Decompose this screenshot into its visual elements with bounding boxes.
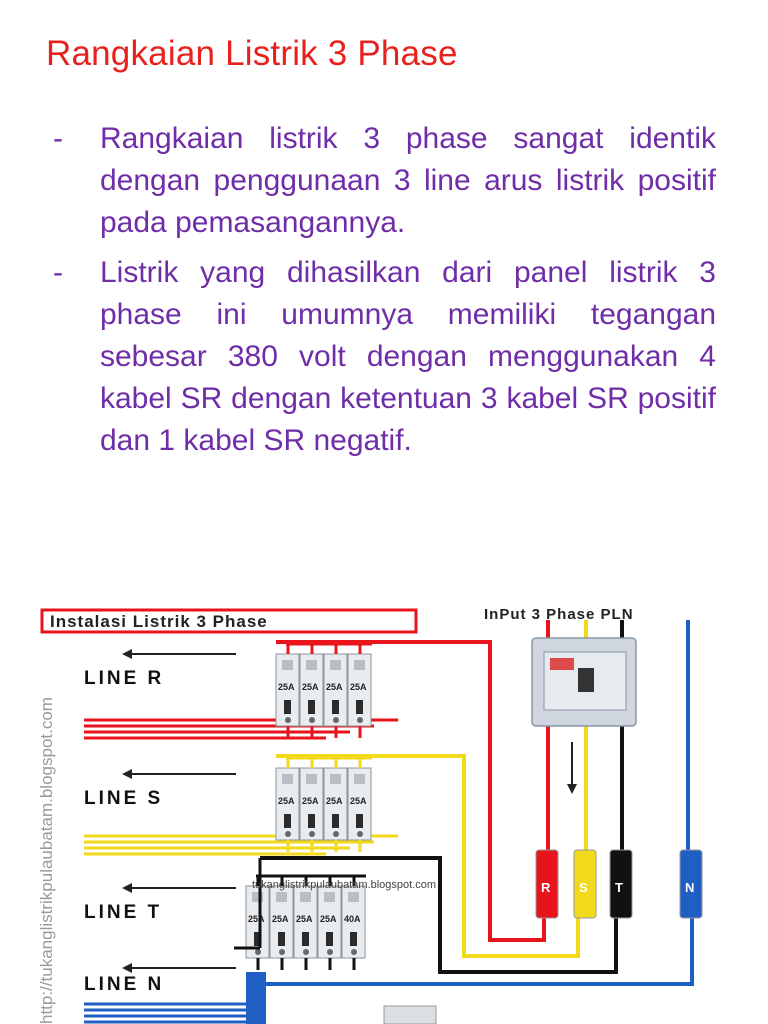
breaker-rating: 25A	[326, 682, 343, 692]
breaker-module: 25A	[299, 644, 324, 738]
breaker-bank-t: 25A 25A 25A 25A 40A	[245, 874, 366, 970]
line-s-group: LINE S	[84, 769, 398, 856]
terminal-n-label: N	[685, 880, 694, 895]
slide-title: Rangkaian Listrik 3 Phase	[46, 34, 458, 73]
terminal-t	[609, 849, 633, 919]
breaker-rating: 25A	[350, 682, 367, 692]
breaker-rating: 40A	[344, 914, 361, 924]
bullet-text: Rangkaian listrik 3 phase sangat identik…	[100, 122, 716, 239]
terminal-s	[573, 849, 597, 919]
breaker-module: 25A	[275, 644, 300, 738]
terminal-t-label: T	[615, 880, 623, 895]
input-label: InPut 3 Phase PLN	[484, 606, 634, 623]
breaker-module: 25A	[317, 876, 342, 970]
breaker-rating: 25A	[302, 682, 319, 692]
line-t-label: LINE T	[84, 902, 162, 923]
line-r-label: LINE R	[84, 668, 164, 689]
t-bus-wires	[234, 858, 262, 950]
bullet-list: - Rangkaian listrik 3 phase sangat ident…	[50, 118, 716, 470]
breaker-rating: 25A	[278, 682, 295, 692]
breaker-module: 25A	[347, 758, 372, 852]
breaker-module: 40A	[341, 876, 366, 970]
breaker-rating: 25A	[248, 914, 265, 924]
line-t-group: LINE T	[84, 883, 236, 923]
breaker-rating: 25A	[296, 914, 313, 924]
bottom-breaker	[383, 1005, 437, 1024]
breaker-module: 25A	[293, 876, 318, 970]
breaker-bank-s: 25A 25A 25A 25A	[275, 756, 372, 852]
terminal-blocks: R S T N	[535, 849, 703, 919]
breaker-bank-r: 25A 25A 25A 25A	[275, 642, 372, 738]
line-n-group: LINE N	[84, 963, 266, 1024]
breaker-module: 25A	[299, 758, 324, 852]
line-s-label: LINE S	[84, 788, 163, 809]
diagram-header: Instalasi Listrik 3 Phase	[40, 608, 418, 634]
bullet-dash: -	[53, 122, 63, 155]
breaker-rating: 25A	[278, 796, 295, 806]
side-watermark: http://tukanglistrikpulaubatam.blogspot.…	[38, 697, 56, 1024]
breaker-rating: 25A	[326, 796, 343, 806]
breaker-rating: 25A	[302, 796, 319, 806]
breaker-module: 25A	[245, 876, 270, 970]
terminal-r	[535, 849, 559, 919]
wiring-diagram: Instalasi Listrik 3 Phase InPut 3 Phase …	[38, 592, 728, 1024]
terminal-n	[679, 849, 703, 919]
breaker-module: 25A	[269, 876, 294, 970]
breaker-rating: 25A	[350, 796, 367, 806]
bullet-item: - Rangkaian listrik 3 phase sangat ident…	[50, 118, 716, 244]
breaker-rating: 25A	[320, 914, 337, 924]
breaker-module: 25A	[323, 758, 348, 852]
breaker-rating: 25A	[272, 914, 289, 924]
breaker-module: 25A	[323, 644, 348, 738]
line-n-label: LINE N	[84, 974, 164, 995]
main-breaker	[531, 637, 637, 794]
mid-watermark: tukanglistrikpulaubatam.blogspot.com	[252, 879, 436, 891]
bullet-item: - Listrik yang dihasilkan dari panel lis…	[50, 252, 716, 462]
terminal-s-label: S	[579, 880, 588, 895]
bullet-text: Listrik yang dihasilkan dari panel listr…	[100, 256, 716, 457]
breaker-module: 25A	[275, 758, 300, 852]
diagram-header-text: Instalasi Listrik 3 Phase	[50, 612, 268, 631]
breaker-module: 25A	[347, 644, 372, 738]
terminal-r-label: R	[541, 880, 551, 895]
bullet-dash: -	[53, 256, 63, 289]
